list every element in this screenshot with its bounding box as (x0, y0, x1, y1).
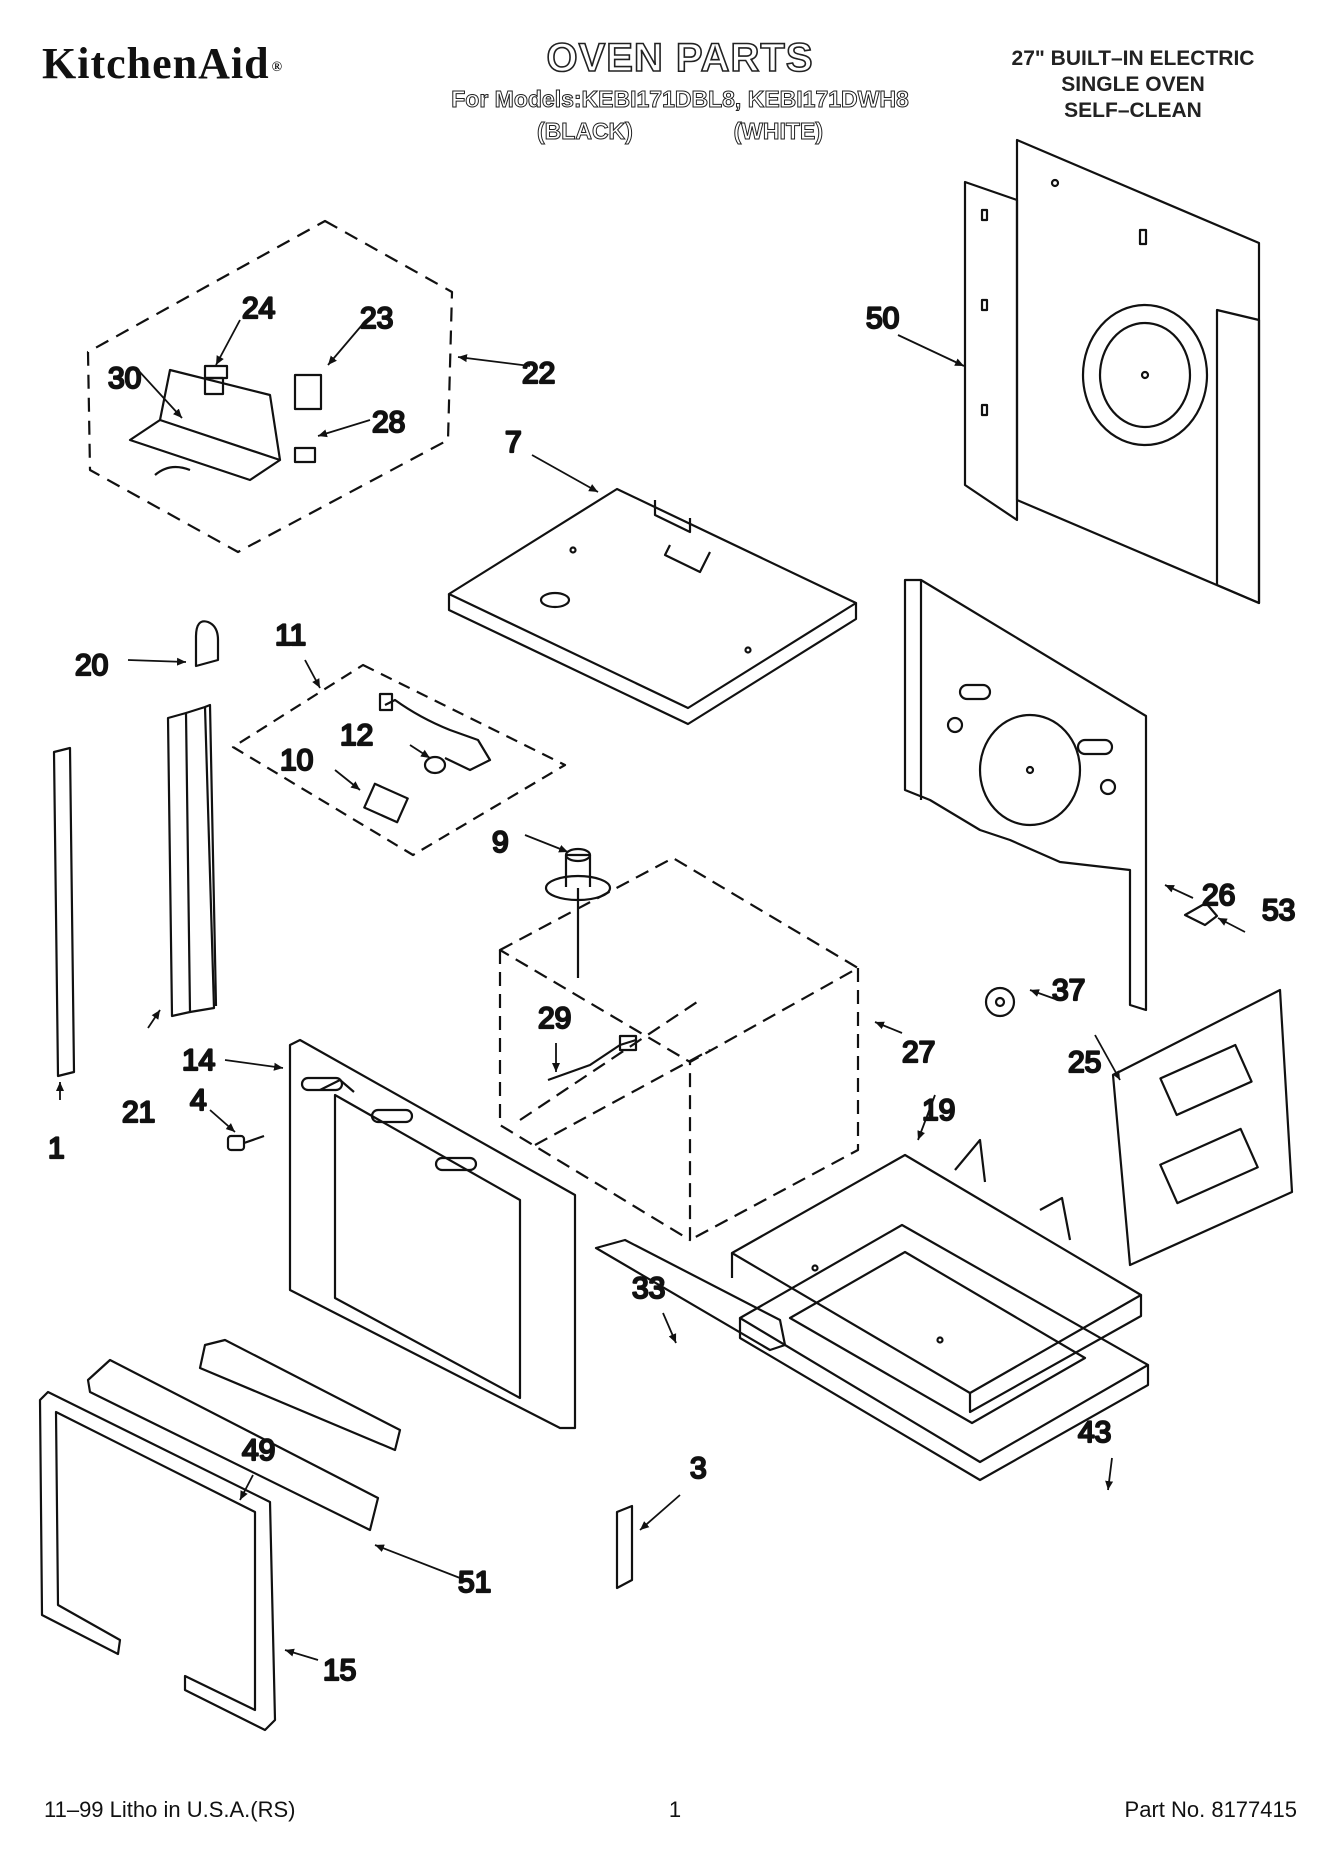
callout-9: 9 (492, 826, 509, 859)
cap-20 (194, 620, 220, 668)
callout-14: 14 (182, 1044, 215, 1077)
top-panel-7 (447, 487, 858, 726)
models-line: For Models:KEBI171DBL8, KEBI171DWH8 (451, 86, 910, 113)
screw-4 (226, 1134, 265, 1152)
callout-49: 49 (242, 1434, 275, 1467)
callout-22: 22 (522, 357, 555, 390)
callout-30: 30 (108, 362, 141, 395)
part-number: Part No. 8177415 (1124, 1797, 1297, 1822)
product-line-3: SELF–CLEAN (1064, 99, 1202, 122)
bracket-53 (1183, 901, 1219, 927)
callout-25: 25 (1068, 1046, 1101, 1079)
leader-lines (56, 319, 1246, 1661)
back-panel-50 (963, 138, 1261, 605)
side-trim-21 (166, 703, 218, 1018)
callout-20: 20 (75, 649, 108, 682)
callout-26: 26 (1202, 879, 1235, 912)
page-title: OVEN PARTS (546, 35, 814, 81)
callout-21: 21 (122, 1096, 155, 1129)
page-number: 1 (668, 1797, 682, 1822)
bracket-3 (615, 1504, 634, 1590)
light-assembly-11 (231, 663, 567, 857)
callout-50: 50 (866, 302, 899, 335)
color-white: (WHITE) (733, 118, 823, 145)
gasket-15 (38, 1390, 277, 1732)
callout-19: 19 (922, 1094, 955, 1127)
callout-33: 33 (632, 1272, 665, 1305)
callout-51: 51 (458, 1566, 491, 1599)
element-9 (544, 847, 612, 978)
callout-24: 24 (242, 292, 275, 325)
callout-1: 1 (48, 1132, 65, 1165)
trim-strip-1 (52, 746, 76, 1078)
callout-labels: 1 3 4 7 9 10 11 12 14 15 19 20 21 22 23 … (47, 291, 1297, 1688)
registered-mark: ® (271, 60, 284, 75)
callout-4: 4 (190, 1084, 207, 1117)
callout-15: 15 (323, 1654, 356, 1687)
callout-28: 28 (372, 406, 405, 439)
callout-53: 53 (1262, 894, 1295, 927)
callout-23: 23 (360, 302, 393, 335)
callout-12: 12 (340, 719, 373, 752)
callout-3: 3 (690, 1452, 707, 1485)
oven-cavity-27 (498, 856, 860, 1242)
callout-7: 7 (505, 426, 522, 459)
bracket-49 (198, 1338, 402, 1452)
product-description: 27" BUILT–IN ELECTRIC SINGLE OVEN SELF–C… (983, 46, 1283, 124)
callout-10: 10 (280, 744, 313, 777)
callout-43: 43 (1078, 1416, 1111, 1449)
control-assembly-22 (86, 219, 454, 554)
callout-27: 27 (902, 1036, 935, 1069)
brand-text: KitchenAid (42, 39, 270, 88)
kitchenaid-logo: KitchenAid® (42, 38, 284, 89)
callout-37: 37 (1052, 974, 1085, 1007)
footer-litho: 11–99 Litho in U.S.A.(RS) (44, 1797, 296, 1822)
color-black: (BLACK) (537, 118, 634, 145)
product-line-1: 27" BUILT–IN ELECTRIC (1011, 47, 1255, 70)
callout-11: 11 (275, 619, 306, 652)
probe-29 (547, 1034, 638, 1082)
product-line-2: SINGLE OVEN (1061, 73, 1205, 96)
bottom-panel-19 (730, 1138, 1143, 1414)
side-panel-25 (1111, 988, 1294, 1267)
model-colors: (BLACK) (WHITE) (440, 118, 920, 145)
vent-trim-51 (86, 1358, 380, 1532)
rear-panel-26 (903, 578, 1148, 1012)
sensor-37 (984, 986, 1016, 1018)
front-frame-14 (288, 1038, 577, 1430)
bracket-33 (594, 1238, 787, 1352)
callout-29: 29 (538, 1002, 571, 1035)
